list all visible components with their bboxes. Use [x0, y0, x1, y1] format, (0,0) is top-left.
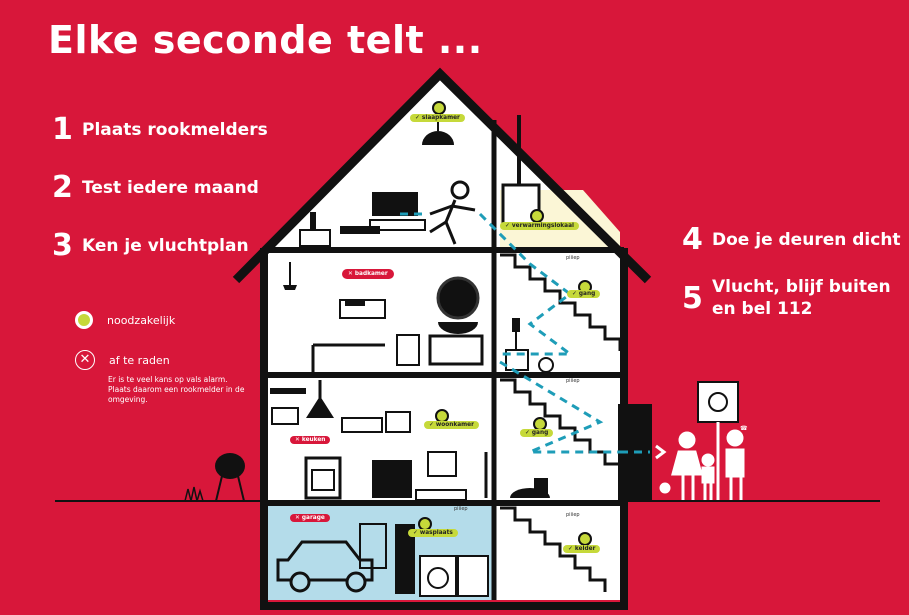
step-number: 5 — [682, 280, 703, 316]
room-tag-keuken: ✕ keuken — [290, 436, 331, 444]
step-number: 1 — [52, 112, 73, 147]
table-lamp-icon — [512, 318, 520, 332]
detector-icon — [75, 311, 93, 329]
step-number: 4 — [682, 222, 703, 257]
beep-label: piiiep — [566, 255, 580, 261]
beep-label: piiiep — [454, 506, 468, 512]
legend-necessary: noodzakelijk — [75, 311, 175, 329]
smoke-detector-slaapkamer-icon — [432, 101, 446, 115]
barbecue-icon — [215, 453, 245, 502]
room-tag-verwarmingslokaal: ✓ verwarmingslokaal — [500, 222, 579, 230]
beep-label: piiiep — [566, 378, 580, 384]
step-4: 4 Doe je deuren dicht — [682, 222, 901, 257]
ceiling-lamp-icon — [422, 131, 454, 145]
room-tag-gang-mid: ✓ gang — [520, 429, 554, 437]
staircase-first — [500, 378, 622, 476]
cooker-hood-icon — [306, 396, 334, 418]
staircase-basement — [500, 506, 607, 592]
room-tag-badkamer: ✕ badkamer — [342, 269, 394, 279]
dryer-icon — [457, 555, 489, 597]
step-number: 2 — [52, 170, 73, 205]
clock-icon — [538, 357, 554, 373]
running-person-icon — [429, 180, 476, 245]
tv-icon — [372, 192, 418, 216]
cabinet-icon — [359, 523, 387, 569]
washing-machine-icon — [419, 555, 457, 597]
legend-discouraged: ✕ af te raden — [75, 350, 170, 370]
car-icon — [276, 540, 374, 593]
sink-icon — [438, 322, 478, 334]
step-text: Ken je vluchtplan — [82, 235, 249, 256]
garage-door-icon — [395, 524, 415, 594]
beep-label: piiiep — [566, 512, 580, 518]
roof — [232, 67, 652, 284]
armchair-icon — [372, 460, 412, 498]
bookshelf-icon — [341, 417, 383, 433]
legend-label: af te raden — [109, 353, 170, 367]
smoke-detector-kelder-icon — [578, 532, 592, 546]
grass-icon — [184, 486, 204, 502]
room-tag-kelder: ✓ kelder — [563, 545, 601, 553]
step-text: Doe je deuren dicht — [712, 229, 901, 250]
smoke-detector-verwarmingslokaal-icon — [530, 209, 544, 223]
legend-label: noodzakelijk — [107, 313, 176, 327]
room-tag-slaapkamer: ✓ slaapkamer — [410, 114, 465, 122]
cross-icon: ✕ — [75, 350, 95, 370]
assembly-point-sign-icon — [697, 381, 739, 500]
shelf-icon — [270, 388, 306, 394]
laundry-basket-icon — [396, 334, 420, 366]
fireplace-icon — [427, 451, 457, 477]
bed-icon — [340, 226, 380, 234]
family-icon — [659, 429, 745, 500]
room-tag-garage: ✕ garage — [290, 514, 330, 522]
mirror-icon — [436, 276, 480, 320]
microwave-icon — [271, 407, 299, 425]
step-2: 2 Test iedere maand — [52, 170, 259, 205]
step-1: 1 Plaats rookmelders — [52, 112, 268, 147]
step-3: 3 Ken je vluchtplan — [52, 228, 249, 263]
escape-route — [400, 212, 630, 454]
oven-icon — [304, 456, 342, 500]
page-title: Elke seconde telt ... — [48, 18, 483, 62]
staircase-attic — [500, 253, 622, 351]
room-tag-woonkamer: ✓ woonkamer — [424, 421, 479, 429]
phone-call-icon: ☎ — [740, 425, 748, 432]
arrow-icon — [655, 444, 667, 460]
step-number: 3 — [52, 228, 73, 263]
step-text: Plaats rookmelders — [82, 119, 268, 140]
room-tag-gang-top: ✓ gang — [567, 290, 601, 298]
room-tag-wasplaats: ✓ wasplaats — [408, 529, 458, 537]
legend-note: Er is te veel kans op vals alarm. Plaats… — [108, 375, 245, 404]
step-text: Test iedere maand — [82, 177, 259, 198]
